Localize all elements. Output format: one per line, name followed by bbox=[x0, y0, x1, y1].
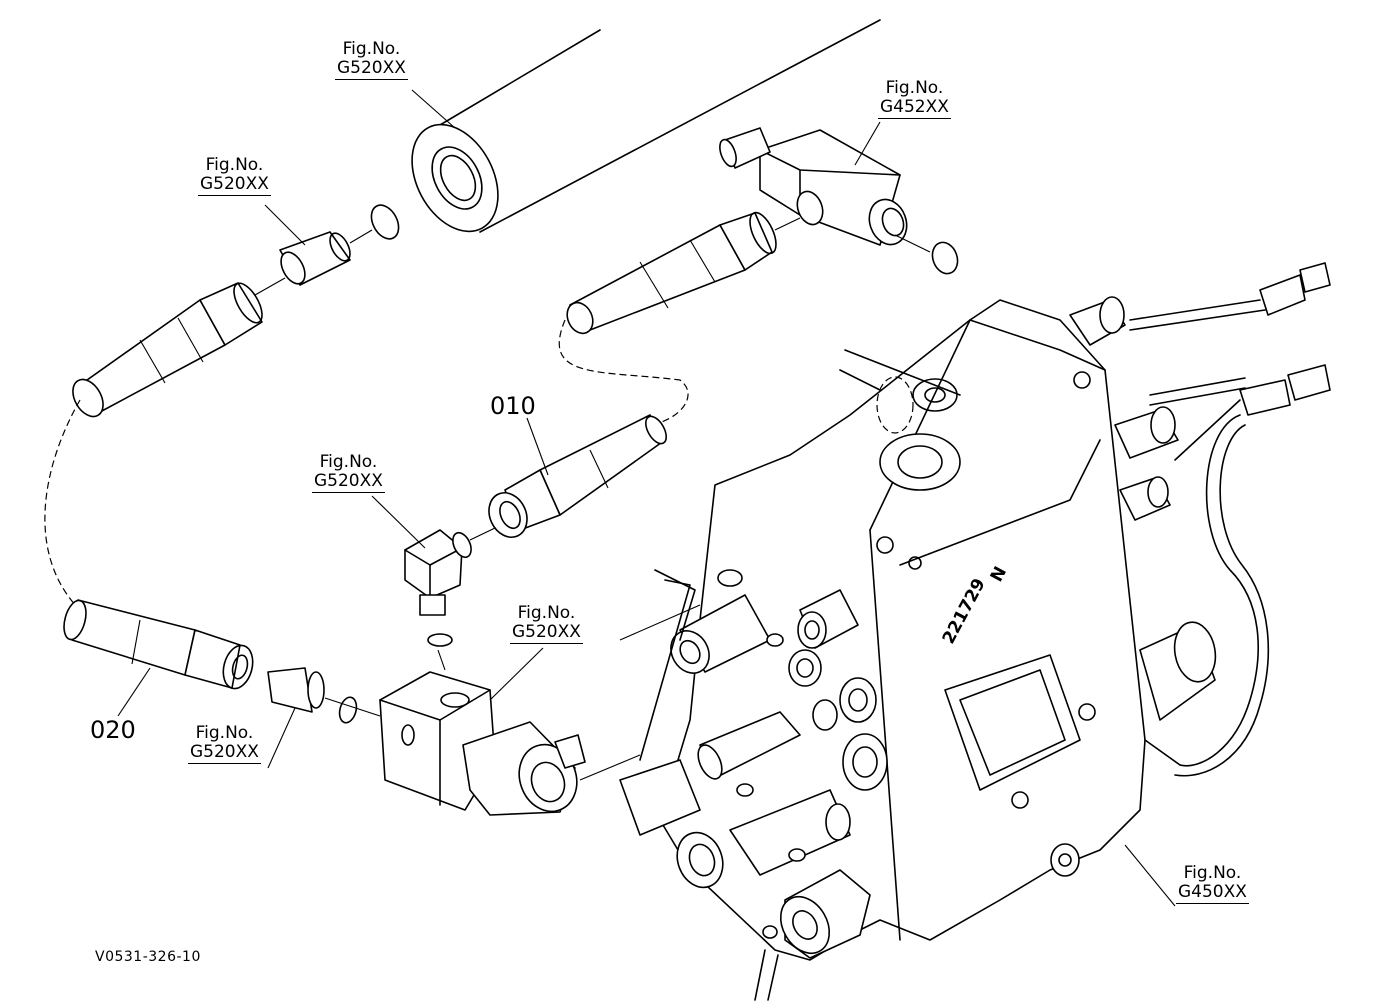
figref-code: G520XX bbox=[510, 622, 583, 644]
figref-left-adapter: Fig.No. G520XX bbox=[198, 156, 271, 196]
figref-label: Fig.No. bbox=[205, 155, 264, 175]
elbow-fitting bbox=[404, 527, 496, 671]
figref-control-valve: Fig.No. G450XX bbox=[1176, 864, 1249, 904]
part-number-010: 010 bbox=[490, 392, 536, 420]
valve-right-solenoids bbox=[1069, 262, 1331, 777]
figref-label: Fig.No. bbox=[195, 723, 254, 743]
figref-label: Fig.No. bbox=[319, 452, 378, 472]
figref-tee-fitting: Fig.No. G452XX bbox=[878, 79, 951, 119]
hose-020-dashed-run bbox=[44, 399, 86, 616]
hydraulic-cylinder bbox=[349, 19, 881, 244]
figref-lower-adapter: Fig.No. G520XX bbox=[188, 724, 261, 764]
figref-label: Fig.No. bbox=[342, 39, 401, 59]
hose-010-upper-end bbox=[566, 211, 801, 335]
valve-side-fittings bbox=[619, 569, 888, 1001]
figref-code: G520XX bbox=[335, 58, 408, 80]
figref-code: G450XX bbox=[1176, 882, 1249, 904]
figref-code: G452XX bbox=[878, 97, 951, 119]
figref-top-cylinder: Fig.No. G520XX bbox=[335, 40, 408, 80]
figref-label: Fig.No. bbox=[885, 78, 944, 98]
leader-lines bbox=[117, 89, 1176, 907]
figref-code: G520XX bbox=[198, 174, 271, 196]
figref-label: Fig.No. bbox=[1183, 863, 1242, 883]
hose-020-lower-end bbox=[63, 599, 254, 690]
part-number-020: 020 bbox=[90, 716, 136, 744]
tee-fitting bbox=[719, 127, 959, 275]
figref-elbow-fitting: Fig.No. G520XX bbox=[312, 453, 385, 493]
figref-code: G520XX bbox=[312, 471, 385, 493]
hose-020-upper-end bbox=[72, 282, 263, 418]
left-adapter bbox=[254, 231, 351, 296]
control-valve-assembly: N 221729 bbox=[579, 262, 1331, 1001]
lower-adapter bbox=[267, 667, 381, 724]
figref-code: G520XX bbox=[188, 742, 261, 764]
drawing-code: V0531-326-10 bbox=[95, 949, 201, 965]
hose-010-dashed-run bbox=[558, 319, 689, 426]
figref-label: Fig.No. bbox=[517, 603, 576, 623]
hose-010-lower-end bbox=[488, 414, 668, 538]
figref-solenoid-block: Fig.No. G520XX bbox=[510, 604, 583, 644]
solenoid-valve-block bbox=[379, 671, 586, 816]
